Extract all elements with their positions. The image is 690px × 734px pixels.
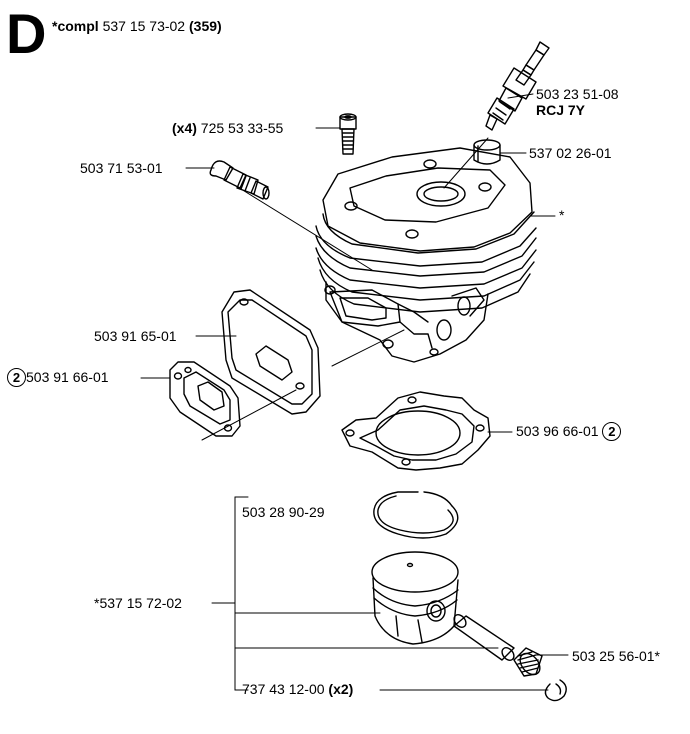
spark-plug-number: 503 23 51-08: [536, 86, 619, 102]
base-gasket-label: 503 96 66-01 2: [516, 422, 622, 441]
circlip-qty: (x2): [328, 681, 354, 697]
ref-circle: 2: [602, 422, 622, 441]
cylinder-number: *: [559, 207, 565, 223]
decomp-valve: [209, 160, 270, 200]
compl-code: (359): [189, 18, 222, 34]
section-letter: D: [6, 2, 47, 65]
screw: [339, 113, 357, 155]
screw-number: 725 53 33-55: [200, 120, 284, 136]
piston: [371, 551, 459, 645]
plug-cap: [473, 139, 501, 165]
piston-pin: [453, 614, 515, 661]
base-gasket: [341, 391, 491, 471]
decomp-valve-number: 503 71 53-01: [80, 160, 163, 176]
piston-kit-number: *537 15 72-02: [94, 595, 182, 611]
leader-lines: [140, 93, 569, 691]
needle-bearing: [513, 647, 543, 677]
cylinder: [315, 147, 537, 363]
circlip: [544, 679, 567, 702]
circlip-number: 737 43 12-00: [242, 681, 325, 697]
piston-ring: [373, 491, 459, 539]
screw-label: (x4) 725 53 33-55: [172, 120, 283, 136]
compl-header: *compl 537 15 73-02 (359): [52, 18, 222, 34]
intake-plate: [221, 289, 321, 415]
needle-bearing-number: 503 25 56-01*: [572, 648, 660, 664]
spark-plug-type: RCJ 7Y: [536, 102, 586, 118]
intake-gasket: [169, 361, 241, 437]
plug-cap-number: 537 02 26-01: [529, 145, 612, 161]
circlip-label: 737 43 12-00 (x2): [242, 681, 353, 697]
screw-qty: (x4): [172, 120, 197, 136]
compl-prefix: *compl: [52, 18, 99, 34]
intake-plate-number: 503 91 65-01: [94, 328, 177, 344]
piston-ring-number: 503 28 90-29: [242, 504, 325, 520]
compl-number: 537 15 73-02: [102, 18, 186, 34]
base-gasket-number: 503 96 66-01: [516, 423, 599, 439]
intake-gasket-number: 503 91 66-01: [26, 369, 109, 385]
ref-circle: 2: [7, 368, 26, 387]
spark-plug: [485, 41, 550, 131]
